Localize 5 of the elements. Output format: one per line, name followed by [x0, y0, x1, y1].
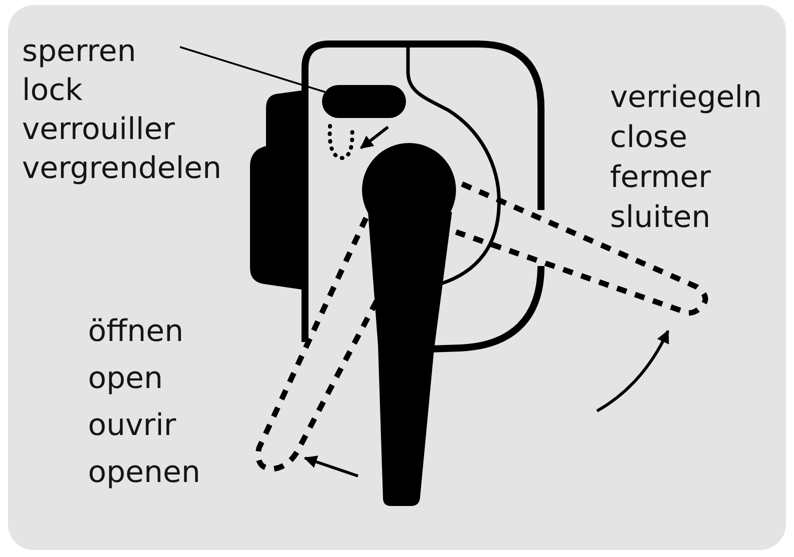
leader-line [180, 46, 326, 93]
lock-button [322, 85, 406, 118]
open-instruction-text: öffnen open ouvrir openen [88, 313, 200, 492]
close-instruction-text: verriegeln close fermer sluiten [610, 79, 762, 237]
lock-instruction-text: sperren lock verrouiller vergrendelen [22, 32, 222, 188]
